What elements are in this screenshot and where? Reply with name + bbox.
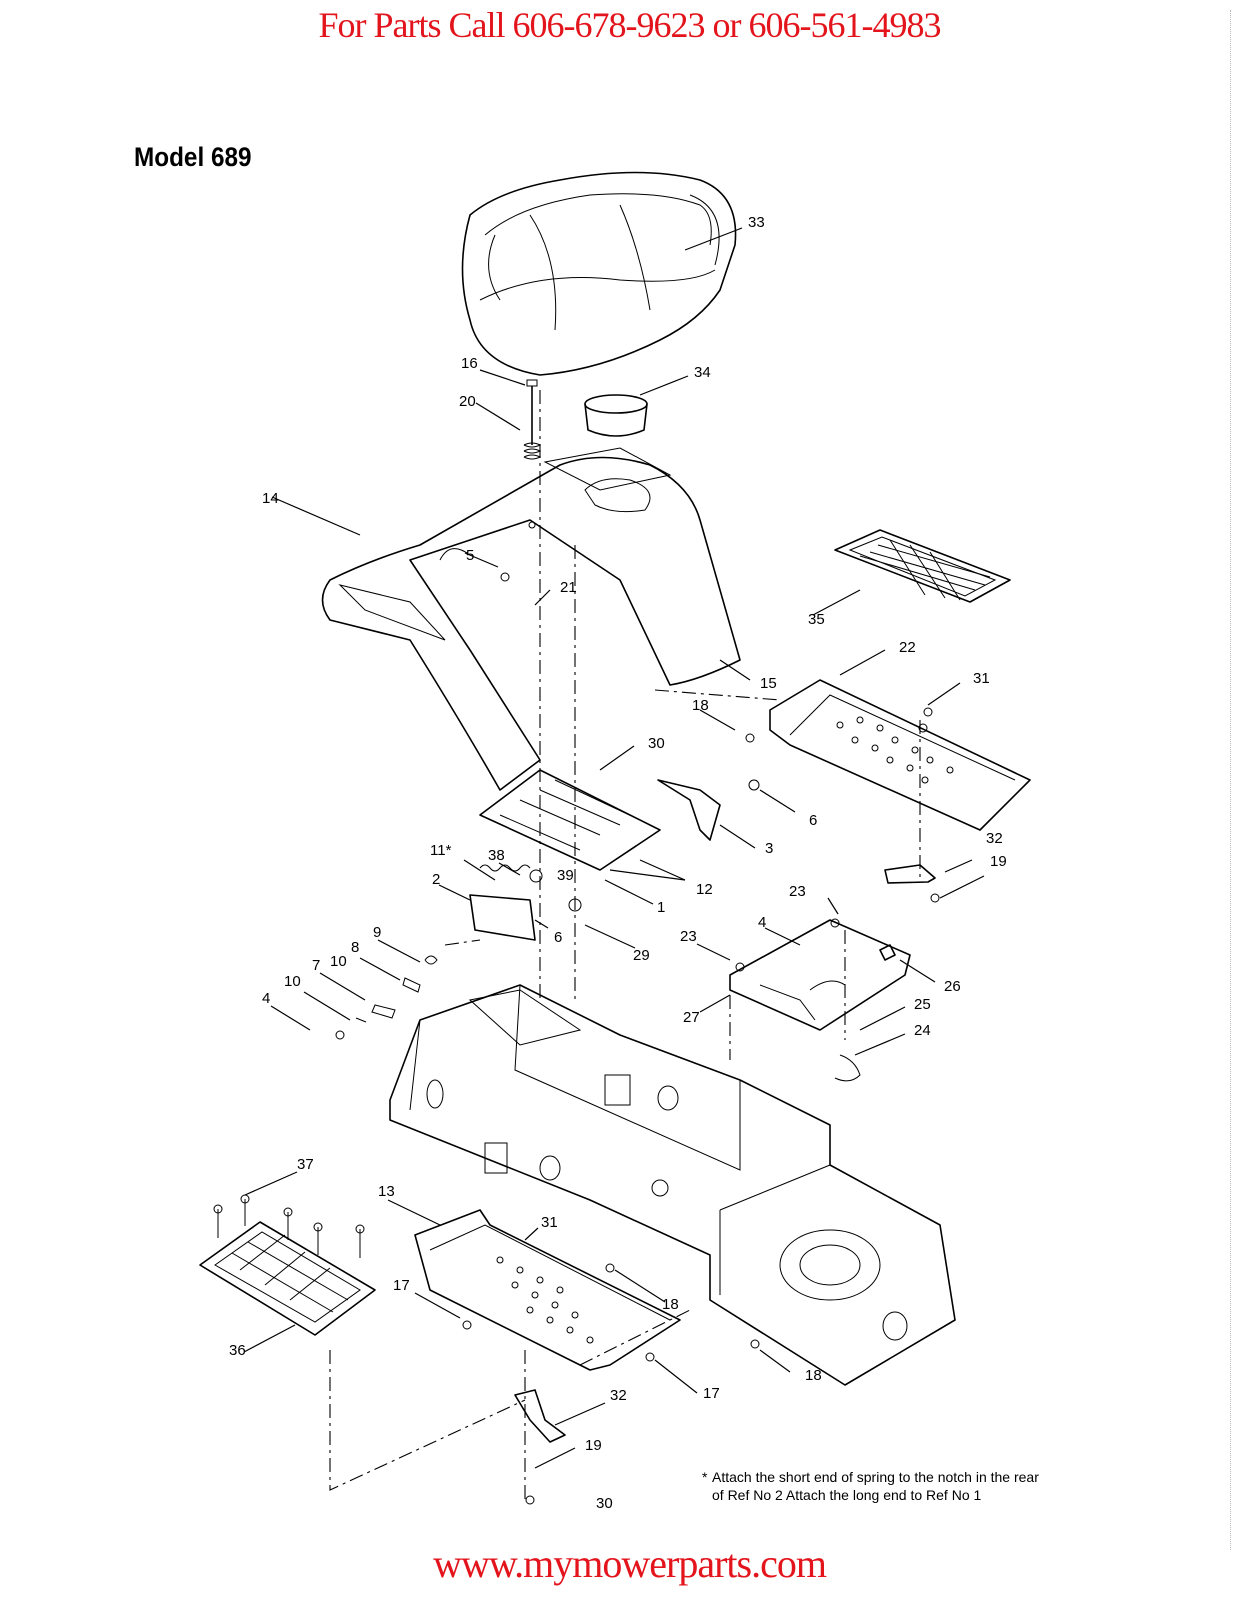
callout-36: 36 [229, 1342, 246, 1359]
callout-30: 30 [648, 735, 665, 752]
note-line-1: Attach the short end of spring to the no… [712, 1469, 1039, 1485]
model-title: Model 689 [134, 142, 252, 172]
callout-34: 34 [694, 364, 711, 381]
callout-21: 21 [560, 579, 577, 596]
callout-6-left: 6 [554, 929, 562, 946]
callout-11: 11* [430, 842, 452, 859]
part-adjust-plate [729, 919, 911, 1031]
callout-23-lower: 23 [680, 928, 697, 945]
callout-29: 29 [633, 947, 650, 964]
callout-33: 33 [748, 214, 765, 231]
part-hardware [335, 521, 940, 1505]
parts-phone-header: For Parts Call 606-678-9623 or 606-561-4… [318, 5, 942, 45]
callout-8: 8 [351, 939, 359, 956]
callout-19-upper: 19 [990, 853, 1007, 870]
part-bracket-left [514, 1389, 566, 1443]
part-seat-bumper [584, 394, 648, 437]
callout-2: 2 [432, 871, 440, 888]
assembly-centerlines [329, 390, 921, 1500]
part-foot-mat-upper [834, 529, 1011, 603]
website-footer: www.mymowerparts.com [433, 1541, 827, 1586]
callout-38: 38 [488, 847, 505, 864]
callout-35: 35 [808, 611, 825, 628]
callout-16: 16 [461, 355, 478, 372]
note-line-2: of Ref No 2 Attach the long end to Ref N… [712, 1487, 982, 1503]
callout-37: 37 [297, 1156, 314, 1173]
part-footrest-right [769, 679, 1031, 831]
callout-20: 20 [459, 393, 476, 410]
callout-22: 22 [899, 639, 916, 656]
callout-26: 26 [944, 978, 961, 995]
part-seat-pan [479, 769, 661, 871]
callout-24: 24 [914, 1022, 931, 1039]
callout-23-upper: 23 [789, 883, 806, 900]
part-fender [321, 447, 741, 791]
callout-leaders [243, 227, 985, 1469]
callout-5: 5 [466, 547, 474, 564]
part-foot-mat-lower [199, 1221, 376, 1336]
callout-10-upper: 10 [330, 953, 347, 970]
callout-18-lower: 18 [805, 1367, 822, 1384]
callout-32-upper: 32 [986, 830, 1003, 847]
part-footrest-left [414, 1209, 681, 1371]
callout-4-left: 4 [262, 990, 270, 1007]
part-main-frame [389, 984, 956, 1386]
part-bracket [657, 779, 721, 841]
assembly-note: * Attach the short end of spring to the … [702, 1468, 1112, 1504]
callout-31-lower: 31 [541, 1214, 558, 1231]
callout-3: 3 [765, 840, 773, 857]
callout-18-upper: 18 [692, 697, 709, 714]
callout-4-right: 4 [758, 914, 766, 931]
callout-19-lower: 19 [585, 1437, 602, 1454]
callout-10-lower: 10 [284, 973, 301, 990]
callout-7: 7 [312, 957, 320, 974]
callout-14: 14 [262, 490, 279, 507]
callout-13: 13 [378, 1183, 395, 1200]
part-spring-hook [834, 1054, 861, 1082]
part-linkage [355, 955, 438, 1023]
part-bolt-spring [523, 379, 542, 460]
callout-17-left: 17 [393, 1277, 410, 1294]
callout-27: 27 [683, 1009, 700, 1026]
part-screws [213, 1194, 365, 1258]
part-seat [461, 171, 737, 376]
part-bracket-right [884, 864, 936, 884]
note-marker: * [702, 1469, 708, 1485]
callout-39: 39 [557, 867, 574, 884]
callout-25: 25 [914, 996, 931, 1013]
callout-9: 9 [373, 924, 381, 941]
callout-18-middle: 18 [662, 1296, 679, 1313]
callout-17-right: 17 [703, 1385, 720, 1402]
callout-1: 1 [657, 899, 665, 916]
part-seat-spring-assembly [469, 864, 536, 941]
part-clip [879, 944, 896, 961]
scan-edge-line [1230, 10, 1231, 1550]
callout-6-right: 6 [809, 812, 817, 829]
callout-12: 12 [696, 881, 713, 898]
callout-15: 15 [760, 675, 777, 692]
callout-32-lower: 32 [610, 1387, 627, 1404]
callout-labels: 33 16 34 20 14 5 21 35 22 15 31 18 30 6 … [229, 214, 1007, 1454]
page-number: 30 [596, 1495, 613, 1512]
callout-31-upper: 31 [973, 670, 990, 687]
